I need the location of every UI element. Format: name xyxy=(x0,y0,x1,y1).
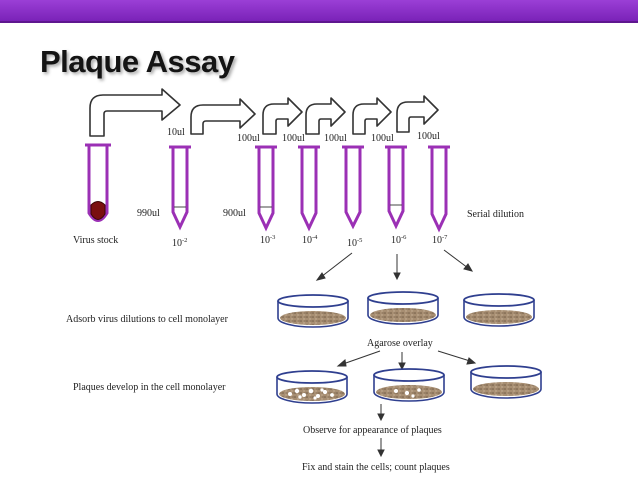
dilution-tube-4 xyxy=(342,145,364,230)
dilution-tube-3 xyxy=(298,145,320,232)
dilution-tube-5 xyxy=(385,145,407,230)
observe-step-label: Observe for appearance of plaques xyxy=(303,425,442,436)
dilution-factor-5: 10-6 xyxy=(391,234,407,246)
transfer-arrow-1 xyxy=(89,88,181,137)
diluent-volume-1: 990ul xyxy=(137,208,160,219)
transfer-volume-2: 100ul xyxy=(237,133,260,144)
fix-stain-step-label: Fix and stain the cells; count plaques xyxy=(302,462,450,473)
dilution-factor-1: 10-2 xyxy=(172,237,187,249)
plaques-develop-label: Plaques develop in the cell monolayer xyxy=(73,382,226,393)
serial-dilution-label: Serial dilution xyxy=(467,209,524,220)
dilution-factor-4: 10-5 xyxy=(347,237,362,249)
dilution-factor-6: 10-7 xyxy=(432,234,448,246)
transfer-arrows xyxy=(89,88,439,137)
virus-stock-tube xyxy=(85,143,111,222)
dilution-tube-2 xyxy=(255,145,277,232)
petri-dish-row2-1 xyxy=(276,370,348,404)
transfer-volume-6: 100ul xyxy=(417,131,440,142)
overlay-arrows xyxy=(336,350,477,371)
tube-to-plate-arrows xyxy=(315,249,474,281)
agarose-overlay-label: Agarose overlay xyxy=(367,338,433,349)
virus-stock-label: Virus stock xyxy=(73,235,118,246)
transfer-volume-4: 100ul xyxy=(324,133,347,144)
dilution-tube-1 xyxy=(169,145,191,231)
petri-dish-row1-2 xyxy=(367,291,439,325)
transfer-arrow-6 xyxy=(396,95,439,133)
transfer-volume-1: 10ul xyxy=(167,127,185,138)
petri-dish-row2-2 xyxy=(373,368,445,402)
dilution-tube-6 xyxy=(428,145,450,233)
petri-dish-row1-3 xyxy=(463,293,535,327)
plaques xyxy=(394,388,421,398)
transfer-arrow-5 xyxy=(352,97,392,135)
transfer-arrow-3 xyxy=(262,97,303,135)
adsorb-step-label: Adsorb virus dilutions to cell monolayer xyxy=(66,314,229,325)
plaques xyxy=(288,388,334,400)
slide-title: Plaque Assay xyxy=(40,44,235,79)
top-accent-underline xyxy=(0,21,638,23)
transfer-arrow-4 xyxy=(305,97,346,135)
dilution-factor-2: 10-3 xyxy=(260,234,275,246)
transfer-volume-5: 100ul xyxy=(371,133,394,144)
transfer-arrow-2 xyxy=(190,98,256,135)
petri-dish-row1-1 xyxy=(277,294,349,328)
diluent-volume-2: 900ul xyxy=(223,208,246,219)
final-arrows xyxy=(377,404,385,458)
virus-sample xyxy=(90,201,106,220)
petri-dish-row2-3 xyxy=(470,365,542,399)
transfer-volume-3: 100ul xyxy=(282,133,305,144)
dilution-factor-3: 10-4 xyxy=(302,234,318,246)
top-accent-bar xyxy=(0,0,638,21)
